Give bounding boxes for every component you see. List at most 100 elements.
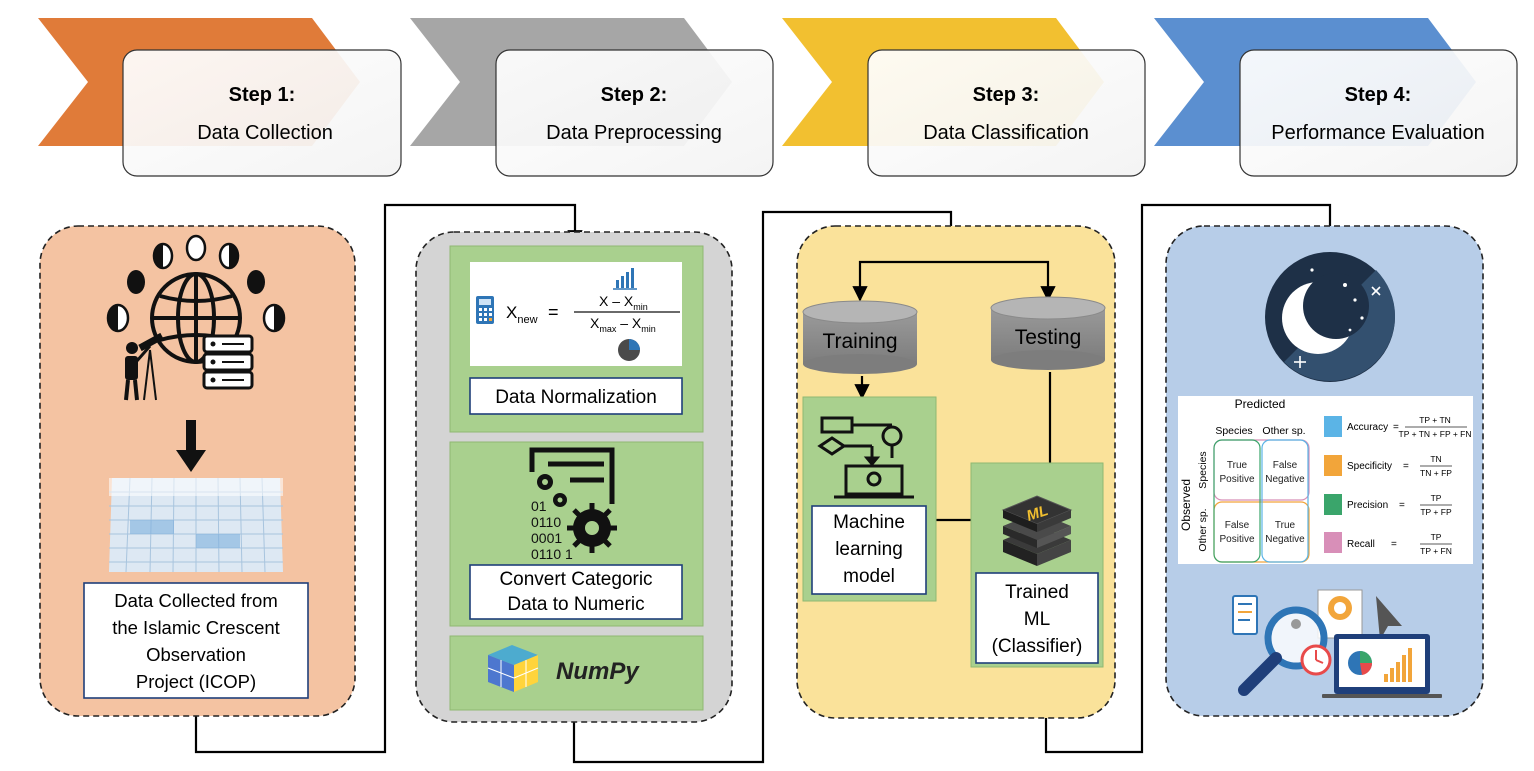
step-header-1: Step 1: Data Collection — [38, 18, 402, 177]
step-1-number: Step 1: — [229, 84, 296, 106]
svg-text:TP: TP — [1431, 532, 1442, 542]
svg-text:Xmax – Xmin: Xmax – Xmin — [590, 315, 656, 334]
normalization-formula: Xnew = X – Xmin Xmax – Xmin — [506, 293, 680, 334]
step-2-title: Data Preprocessing — [546, 122, 722, 144]
step-4-card — [1239, 49, 1518, 177]
data-processing-icon — [529, 447, 617, 553]
calculator-icon — [476, 296, 494, 324]
ml-model-label-line-1: Machine — [833, 512, 905, 533]
connector-lines — [194, 203, 1338, 764]
analytics-illustration-icon — [1232, 589, 1442, 698]
metric-accuracy: Accuracy = TP + TN TP + TN + FP + FN — [1324, 415, 1472, 439]
row-species-label: Species — [1197, 451, 1209, 488]
svg-text:0110: 0110 — [531, 514, 561, 530]
telescope-observer-icon — [124, 332, 164, 401]
numpy-logo-icon — [487, 645, 539, 692]
night-moon-icon — [1265, 252, 1396, 382]
svg-text:TP + FP: TP + FP — [1420, 507, 1452, 517]
metric-specificity: Specificity = TN TN + FP — [1324, 454, 1452, 478]
panel-step-2: Xnew = X – Xmin Xmax – Xmin Data Normali… — [415, 231, 733, 723]
moon-phases-icon — [106, 234, 286, 333]
step-1-title: Data Collection — [197, 122, 333, 144]
svg-text:0001: 0001 — [531, 530, 562, 546]
training-label: Training — [822, 330, 897, 353]
connector-step1-to-step2 — [194, 203, 583, 754]
ml-flowchart-laptop-icon — [817, 416, 914, 499]
trained-label-line-2: ML — [1024, 609, 1050, 630]
svg-text:Recall: Recall — [1347, 539, 1375, 550]
confusion-matrix-panel: Predicted Species Other sp. Observed Spe… — [1178, 396, 1473, 564]
convert-label-line-2: Data to Numeric — [507, 594, 644, 615]
svg-text:X – Xmin: X – Xmin — [599, 293, 648, 312]
cell-true-negative-2: Negative — [1265, 534, 1305, 545]
data-table-image — [109, 477, 283, 573]
svg-text:=: = — [1391, 539, 1397, 550]
trained-ml-block: ML Trained ML (Classifier) — [970, 462, 1104, 668]
svg-text:TP + FN: TP + FN — [1420, 546, 1452, 556]
svg-text:Xnew: Xnew — [506, 303, 538, 326]
col-other-label: Other sp. — [1262, 425, 1305, 437]
cell-false-negative-1: False — [1273, 460, 1298, 471]
cell-true-positive-1: True — [1227, 460, 1248, 471]
trained-label-line-1: Trained — [1005, 582, 1069, 603]
normalization-block: Xnew = X – Xmin Xmax – Xmin Data Normali… — [449, 245, 704, 433]
svg-text:=: = — [1403, 461, 1409, 472]
svg-text:Specificity: Specificity — [1347, 461, 1392, 472]
step1-caption-line-2: the Islamic Crescent — [112, 617, 280, 638]
binary-digits: 01 0110 0001 0110 1 — [531, 498, 573, 562]
svg-text:TP + TN + FP + FN: TP + TN + FP + FN — [1399, 429, 1472, 439]
numpy-block: NumPy — [449, 635, 704, 711]
testing-label: Testing — [1015, 326, 1082, 349]
step-1-card — [122, 49, 402, 177]
step1-caption-box: Data Collected from the Islamic Crescent… — [83, 582, 309, 699]
svg-text:Accuracy: Accuracy — [1347, 422, 1388, 433]
svg-text:Precision: Precision — [1347, 500, 1388, 511]
ml-badge-label: ML — [1025, 502, 1051, 525]
ml-model-block: Machine learning model — [802, 396, 937, 602]
panel-step-1: Data Collected from the Islamic Crescent… — [39, 225, 356, 717]
step-header-2: Step 2: Data Preprocessing — [410, 18, 774, 177]
panel-step-4: Predicted Species Other sp. Observed Spe… — [1165, 225, 1484, 717]
testing-cylinder: Testing — [990, 296, 1106, 370]
connector-step2-to-step3 — [572, 210, 953, 764]
ml-model-label-line-3: model — [843, 566, 895, 587]
connector-step3-to-step4 — [1044, 203, 1338, 754]
ml-stack-icon: ML — [1001, 495, 1073, 566]
step-2-card — [495, 49, 774, 177]
down-arrow-icon — [176, 420, 206, 472]
svg-text:=: = — [1393, 422, 1399, 433]
col-species-label: Species — [1215, 425, 1252, 437]
cell-false-negative-2: Negative — [1265, 474, 1305, 485]
step-header-4: Step 4: Performance Evaluation — [1154, 18, 1518, 177]
step1-caption-line-4: Project (ICOP) — [136, 671, 256, 692]
svg-text:TN + FP: TN + FP — [1420, 468, 1452, 478]
svg-text:01: 01 — [531, 498, 547, 514]
svg-text:=: = — [1399, 500, 1405, 511]
bar-chart-icon — [613, 268, 637, 290]
metric-precision: Precision = TP TP + FP — [1324, 493, 1452, 517]
pie-chart-icon — [618, 339, 640, 361]
cell-false-positive-2: Positive — [1219, 534, 1254, 545]
svg-text:0110 1: 0110 1 — [531, 546, 573, 562]
step-3-title: Data Classification — [923, 122, 1089, 144]
cell-true-negative-1: True — [1275, 520, 1296, 531]
metric-recall: Recall = TP TP + FN — [1324, 532, 1452, 556]
step1-caption-line-1: Data Collected from — [114, 590, 277, 611]
step-4-title: Performance Evaluation — [1271, 122, 1484, 144]
svg-text:TP: TP — [1431, 493, 1442, 503]
training-cylinder: Training — [802, 300, 918, 374]
step-3-card — [867, 49, 1146, 177]
globe-icon — [150, 272, 242, 364]
numpy-label: NumPy — [556, 658, 640, 685]
trained-label-line-3: (Classifier) — [992, 636, 1083, 657]
data-normalization-label: Data Normalization — [495, 387, 657, 408]
predicted-label: Predicted — [1235, 397, 1286, 411]
step-2-number: Step 2: — [601, 84, 668, 106]
convert-block: 01 0110 0001 0110 1 Convert Categoric Da… — [449, 441, 704, 627]
observed-label: Observed — [1179, 479, 1193, 531]
ml-model-label-line-2: learning — [835, 539, 903, 560]
step-4-number: Step 4: — [1345, 84, 1412, 106]
convert-label-line-1: Convert Categoric — [499, 569, 652, 590]
row-other-label: Other sp. — [1197, 508, 1209, 551]
